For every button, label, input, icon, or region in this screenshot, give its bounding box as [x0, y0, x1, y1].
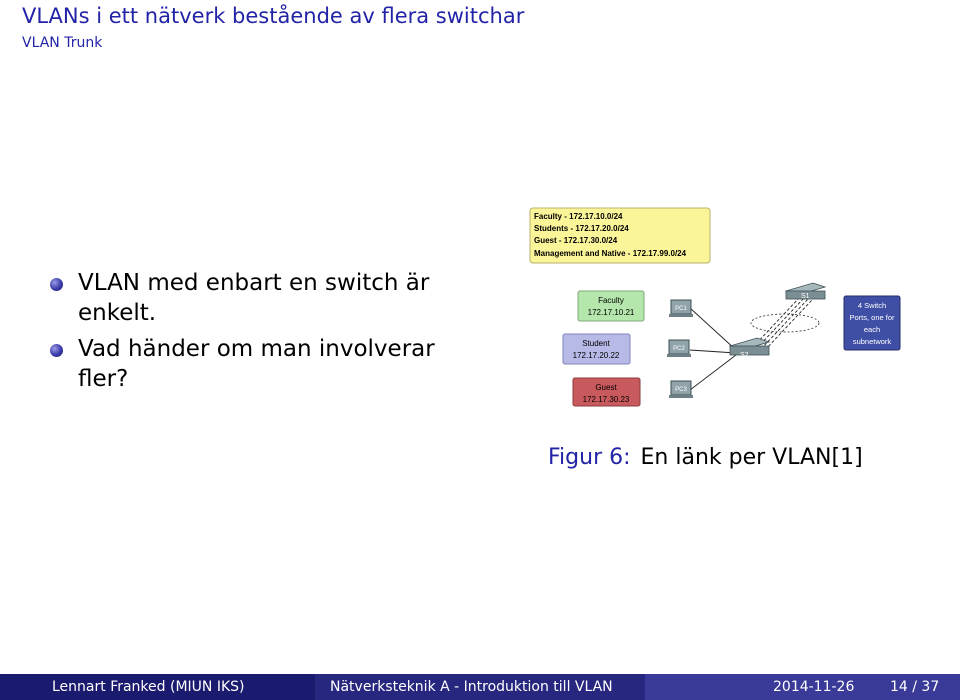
- bullet-text: VLAN med enbart en switch är enkelt.: [78, 270, 430, 326]
- pc2-icon: PC2: [667, 339, 691, 357]
- note-line: each: [864, 325, 880, 334]
- switch-s1-label: S1: [801, 293, 810, 300]
- figure-caption: Figur 6: En länk per VLAN[1]: [548, 445, 863, 470]
- note-line: Ports, one for: [849, 313, 895, 322]
- bullet-icon: [50, 278, 63, 291]
- pc1-icon: PC1: [669, 299, 693, 317]
- bullet-list: VLAN med enbart en switch är enkelt. Vad…: [50, 268, 470, 400]
- subnet-label: Guest - 172.17.30.0/24: [534, 236, 618, 245]
- footer-author-section: Lennart Franked (MIUN IKS): [0, 674, 315, 700]
- footer-date: 2014-11-26: [773, 679, 855, 695]
- student-name: Student: [582, 339, 610, 348]
- switch-s2-label: S2: [740, 352, 749, 359]
- guest-ip: 172.17.30.23: [583, 395, 630, 404]
- faculty-name: Faculty: [598, 296, 624, 305]
- figure-caption-text: En länk per VLAN[1]: [640, 445, 863, 470]
- subnet-label: Faculty - 172.17.10.0/24: [534, 212, 623, 221]
- switch-s2-icon: S2: [728, 337, 771, 359]
- subnet-label: Management and Native - 172.17.99.0/24: [534, 249, 687, 258]
- subnet-label: Students - 172.17.20.0/24: [534, 224, 629, 233]
- switch-ports-note: 4 Switch Ports, one for each subnetwork: [843, 295, 901, 351]
- note-line: 4 Switch: [858, 301, 886, 310]
- subnet-legend: Faculty - 172.17.10.0/24 Students - 172.…: [529, 207, 711, 264]
- pc3-label: PC3: [675, 387, 687, 393]
- bullet-item: VLAN med enbart en switch är enkelt.: [50, 268, 470, 328]
- guest-name: Guest: [595, 383, 617, 392]
- student-host-label: Student 172.17.20.22: [562, 333, 631, 365]
- footer-info-section: 2014-11-26 14 / 37: [645, 674, 960, 700]
- slide-footer: Lennart Franked (MIUN IKS) Nätverkstekni…: [0, 674, 960, 700]
- note-line: subnetwork: [853, 337, 892, 346]
- pc2-label: PC2: [673, 346, 685, 352]
- vlan-trunk-diagram: Faculty - 172.17.10.0/24 Students - 172.…: [529, 207, 901, 407]
- footer-author: Lennart Franked (MIUN IKS): [52, 679, 245, 695]
- network-links: [689, 296, 820, 391]
- faculty-ip: 172.17.10.21: [588, 308, 635, 317]
- bullet-text: Vad händer om man involverar fler?: [78, 336, 435, 392]
- figure-caption-label: Figur 6:: [548, 445, 631, 470]
- slide-subtitle: VLAN Trunk: [22, 35, 103, 51]
- pc1-label: PC1: [675, 306, 687, 312]
- footer-page-number: 14 / 37: [890, 679, 940, 695]
- footer-course-section: Nätverksteknik A - Introduktion till VLA…: [315, 674, 645, 700]
- switch-s1-icon: S1: [784, 282, 827, 300]
- footer-course: Nätverksteknik A - Introduktion till VLA…: [330, 679, 613, 695]
- guest-host-label: Guest 172.17.30.23: [572, 377, 641, 407]
- pc3-icon: PC3: [669, 380, 693, 398]
- slide-title: VLANs i ett nätverk bestående av flera s…: [22, 4, 525, 28]
- faculty-host-label: Faculty 172.17.10.21: [577, 290, 645, 322]
- bullet-icon: [50, 344, 63, 357]
- bullet-item: Vad händer om man involverar fler?: [50, 334, 470, 394]
- student-ip: 172.17.20.22: [573, 351, 620, 360]
